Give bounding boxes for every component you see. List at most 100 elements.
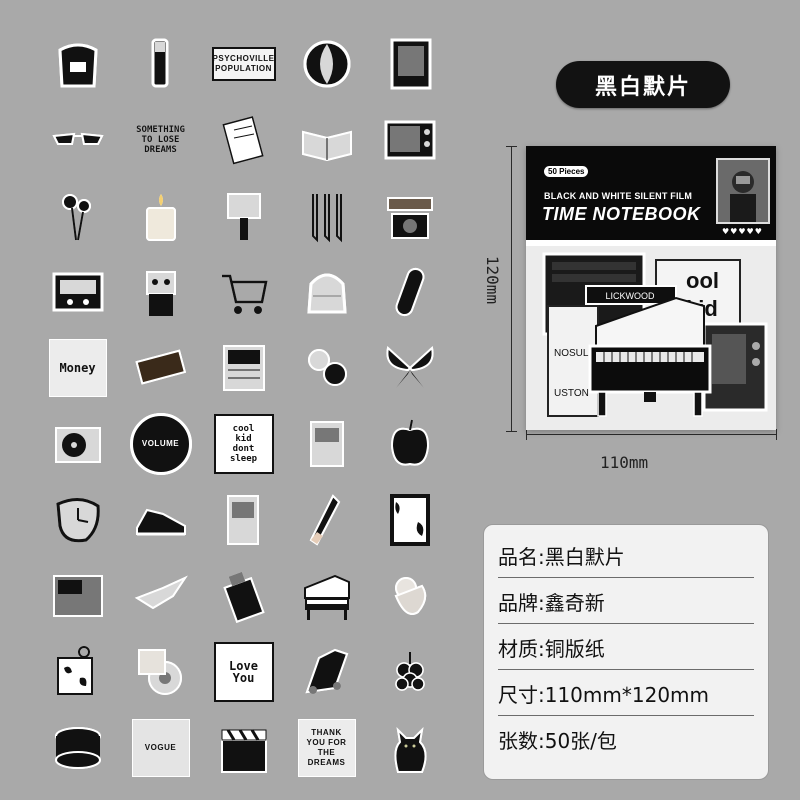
cat-eye-sunglasses-sticker bbox=[50, 112, 106, 168]
love-you-text: Love You bbox=[229, 659, 258, 685]
sticker-cell: SOMETHING TO LOSE DREAMS bbox=[119, 102, 202, 178]
package-title: TIME NOTEBOOK bbox=[542, 204, 701, 224]
poster-sticker bbox=[216, 492, 272, 548]
sticker-cell bbox=[119, 634, 202, 710]
sticker-package: 50 Pieces BLACK AND WHITE SILENT FILM TI… bbox=[526, 146, 776, 430]
sticker-cell bbox=[368, 558, 451, 634]
sticker-cell bbox=[202, 558, 285, 634]
candle-sticker bbox=[133, 188, 189, 244]
cool-kid-sticker: cool kid dont sleep bbox=[213, 414, 274, 474]
height-dimension-line bbox=[511, 146, 512, 432]
clapperboard-sticker bbox=[216, 720, 272, 776]
sticker-cell: Money bbox=[36, 330, 119, 406]
psychoville-sign-text: PSYCHOVILLE POPULATION bbox=[212, 54, 275, 73]
sticker-cell bbox=[202, 178, 285, 254]
package-divider bbox=[526, 240, 776, 246]
info-row-count: 张数:50张/包 bbox=[498, 728, 617, 753]
sticker-cell bbox=[368, 26, 451, 102]
package-hearts: ♥♥♥♥♥ bbox=[722, 227, 763, 236]
sticker-cell bbox=[202, 254, 285, 330]
sticker-cell bbox=[202, 102, 285, 178]
cherub-sticker bbox=[382, 568, 438, 624]
stacked-cookies-sticker bbox=[50, 720, 106, 776]
width-dimension-tick-left bbox=[526, 429, 527, 440]
sticker-cell bbox=[202, 330, 285, 406]
sticker-cell bbox=[202, 710, 285, 786]
sticker-cell: VOGUE bbox=[119, 710, 202, 786]
love-you-sticker: Love You bbox=[213, 642, 274, 702]
sticker-cell bbox=[285, 634, 368, 710]
sticker-cell bbox=[36, 254, 119, 330]
money-paper-text: Money bbox=[59, 361, 96, 375]
dancer-sticker bbox=[133, 568, 189, 624]
package-sticker-text-ool: ool bbox=[686, 268, 719, 293]
sticker-cell bbox=[36, 26, 119, 102]
skateboard-sticker bbox=[382, 264, 438, 320]
sticker-cell bbox=[285, 330, 368, 406]
sticker-cell bbox=[368, 634, 451, 710]
camera-sticker bbox=[382, 188, 438, 244]
psychoville-sign-sticker: PSYCHOVILLE POPULATION bbox=[211, 47, 276, 81]
vinyl-record-sticker bbox=[382, 36, 438, 92]
lettering-text: SOMETHING TO LOSE DREAMS bbox=[136, 125, 185, 155]
info-row-name: 品名:黑白默片 bbox=[498, 533, 754, 578]
grand-piano-sticker bbox=[299, 568, 355, 624]
volume-knob-text: VOLUME bbox=[141, 439, 180, 448]
butterfly-sticker bbox=[382, 340, 438, 396]
package-piece-count: 50 Pieces bbox=[544, 166, 589, 177]
cool-kid-text: cool kid dont sleep bbox=[229, 424, 258, 464]
sticker-cell bbox=[285, 178, 368, 254]
sticker-cell bbox=[368, 102, 451, 178]
lettering-sticker: SOMETHING TO LOSE DREAMS bbox=[133, 112, 189, 168]
info-row-brand: 品牌:鑫奇新 bbox=[498, 579, 754, 624]
sticker-cell bbox=[368, 178, 451, 254]
cow-frame-sticker bbox=[382, 492, 438, 548]
sticker-cell bbox=[119, 482, 202, 558]
product-info-box: 品名:黑白默片 品牌:鑫奇新 材质:铜版纸 尺寸:110mm*120mm 张数:… bbox=[483, 524, 769, 780]
hand-with-cup-sticker bbox=[133, 36, 189, 92]
width-dimension-line bbox=[526, 434, 777, 435]
height-dimension-tick-top bbox=[506, 146, 517, 147]
record-player-sticker bbox=[50, 416, 106, 472]
newspaper-sticker bbox=[216, 340, 272, 396]
height-dimension-label: 120mm bbox=[483, 255, 502, 305]
package-sticker-collage: ool kid LICKWOOD NOSUL USTON bbox=[526, 246, 776, 430]
soap-dispenser-sticker bbox=[216, 188, 272, 244]
retro-tv-sticker bbox=[382, 112, 438, 168]
shopping-cart-sticker bbox=[216, 264, 272, 320]
sticker-cell bbox=[36, 634, 119, 710]
sticker-cell bbox=[36, 710, 119, 786]
paper-card-sticker bbox=[299, 416, 355, 472]
sticker-cell bbox=[368, 254, 451, 330]
black-bag-sticker bbox=[50, 36, 106, 92]
sticker-cell bbox=[285, 558, 368, 634]
sticker-cell bbox=[36, 102, 119, 178]
sticker-cell bbox=[285, 406, 368, 482]
sticker-cell bbox=[119, 254, 202, 330]
sticker-cell bbox=[285, 482, 368, 558]
sticker-cell bbox=[285, 102, 368, 178]
teddy-bears-sticker bbox=[299, 340, 355, 396]
sneaker-sticker bbox=[133, 492, 189, 548]
grapes-sticker bbox=[382, 644, 438, 700]
sticker-cell: PSYCHOVILLE POPULATION bbox=[202, 26, 285, 102]
sticker-cell bbox=[119, 178, 202, 254]
sticker-cell bbox=[368, 406, 451, 482]
info-row-material: 材质:铜版纸 bbox=[498, 625, 754, 670]
sticker-cell bbox=[36, 558, 119, 634]
sticker-cell bbox=[285, 26, 368, 102]
package-header: 50 Pieces BLACK AND WHITE SILENT FILM TI… bbox=[526, 146, 776, 240]
sticker-cell bbox=[119, 330, 202, 406]
tape-roll-sticker bbox=[133, 644, 189, 700]
sticker-cell: VOLUME bbox=[119, 406, 202, 482]
classic-car-sticker bbox=[299, 644, 355, 700]
sticker-cell bbox=[368, 482, 451, 558]
puffer-bag-sticker bbox=[299, 264, 355, 320]
photo-sticker bbox=[50, 568, 106, 624]
sticker-cell bbox=[202, 482, 285, 558]
paper-note-sticker bbox=[216, 112, 272, 168]
zippo-lighter-sticker bbox=[216, 568, 272, 624]
open-book-sticker bbox=[299, 112, 355, 168]
sticker-cell: Love You bbox=[202, 634, 285, 710]
width-dimension-label: 110mm bbox=[600, 453, 649, 472]
